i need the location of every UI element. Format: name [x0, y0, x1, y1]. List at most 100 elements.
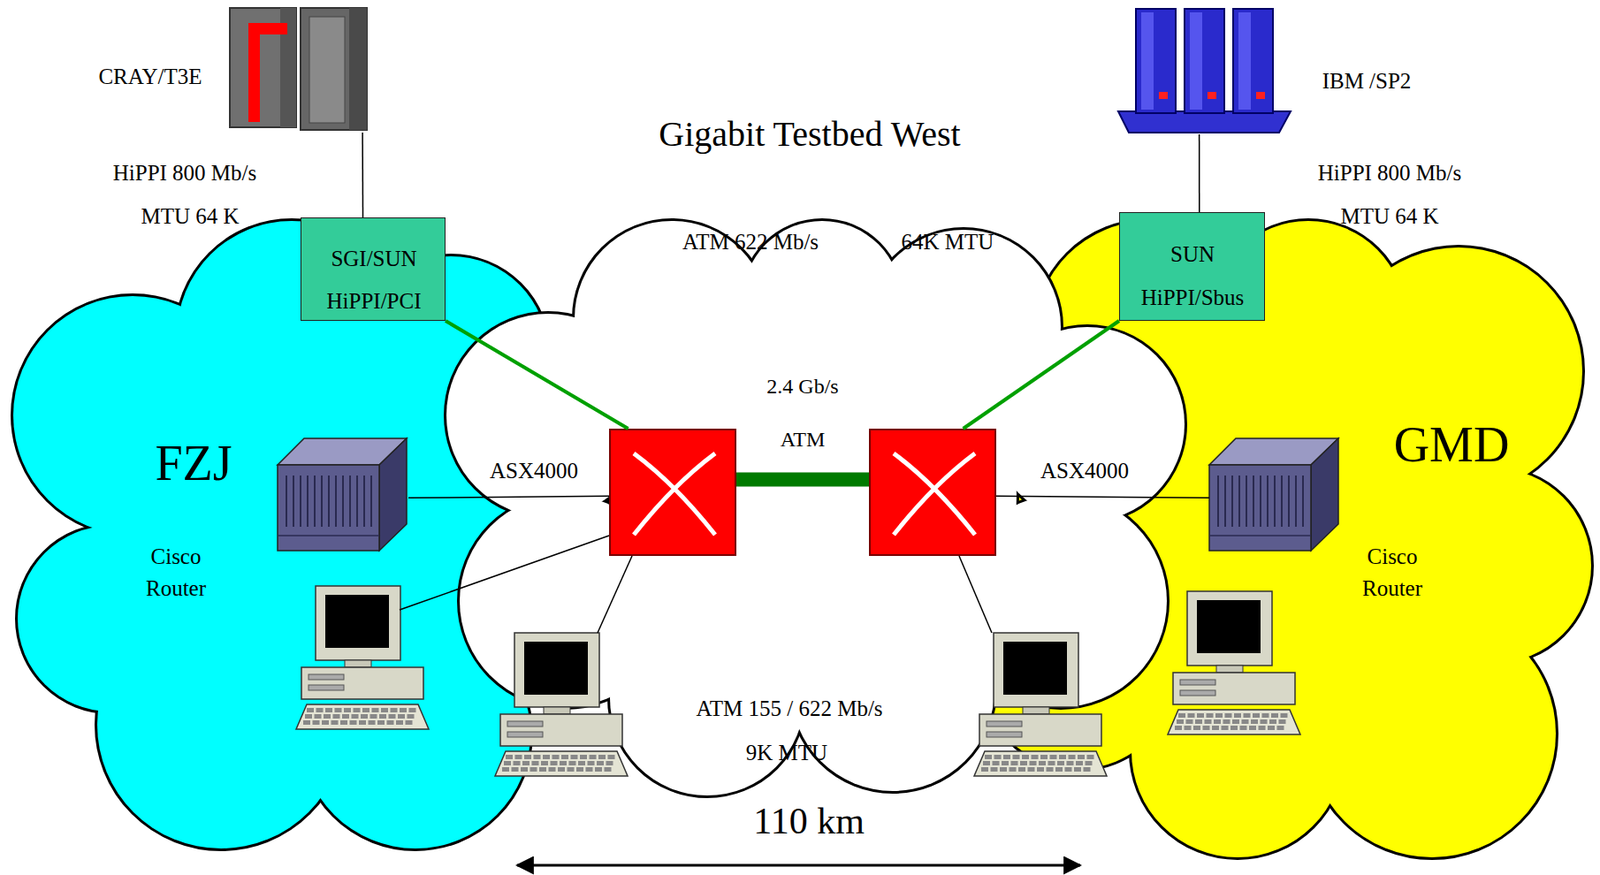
key [1013, 754, 1021, 760]
key [515, 754, 523, 760]
drive-slot [507, 731, 543, 738]
workstation-wire [597, 556, 633, 633]
router-icon-art [277, 438, 409, 551]
workstation-wire [959, 556, 992, 633]
key [1075, 761, 1083, 766]
note-label: HiPPI 800 Mb/s [1318, 160, 1463, 187]
keyboard [1167, 709, 1301, 735]
key [1020, 761, 1028, 766]
router-rail [277, 534, 380, 537]
keyboard [974, 751, 1107, 777]
key [598, 754, 606, 760]
key [576, 767, 584, 772]
key [1066, 761, 1075, 766]
screen [1196, 600, 1261, 654]
key [1195, 719, 1203, 724]
node-text: HiPPI/Sbus [1141, 284, 1245, 312]
monitor [315, 586, 401, 661]
site-name: ATM 622 Mb/s [682, 228, 819, 256]
key [981, 767, 989, 772]
workstation-icon [296, 586, 429, 730]
router-slot [1224, 475, 1227, 527]
node-text: CRAY/T3E [98, 63, 202, 91]
rack-tower [1135, 8, 1176, 114]
key [304, 714, 313, 719]
link-line [963, 320, 1120, 429]
key [358, 720, 366, 725]
key [992, 761, 1000, 766]
key [360, 714, 368, 719]
key [1055, 767, 1063, 772]
key [532, 761, 540, 766]
workstations [296, 535, 1301, 777]
monitor [514, 632, 600, 708]
key [1068, 754, 1076, 760]
link-line [996, 495, 1210, 498]
note-label: MTU 64 K [140, 203, 239, 230]
router-slot [363, 475, 366, 527]
key [524, 754, 532, 760]
cpu-case [1173, 672, 1296, 705]
screen [325, 594, 389, 648]
key [380, 708, 389, 713]
key [1046, 767, 1054, 772]
key [397, 714, 405, 719]
key [1085, 761, 1093, 766]
key [579, 754, 587, 760]
key [370, 714, 378, 719]
key [982, 761, 991, 766]
key [550, 761, 558, 766]
key [1188, 713, 1196, 718]
key [604, 767, 612, 772]
router-slot [1231, 475, 1234, 527]
key [1176, 719, 1184, 724]
atm-switch: ASX4000 [609, 428, 737, 557]
router-slot [1245, 475, 1248, 527]
router-front [1209, 464, 1311, 551]
router-slot [1295, 475, 1297, 527]
key [503, 761, 511, 766]
key [1279, 719, 1287, 724]
key [505, 754, 513, 760]
gateway-box: SUNHiPPI/Sbus [1119, 212, 1265, 321]
router-slot [320, 475, 323, 527]
key [407, 714, 415, 719]
router-slot [342, 475, 344, 527]
node-text: HiPPI/PCI [327, 288, 422, 315]
cpu-case [500, 714, 623, 747]
cabinet-stripe [248, 22, 288, 35]
cabinet-panel [309, 16, 345, 123]
key [533, 754, 541, 760]
atm-switch: ASX4000 [868, 428, 997, 557]
key [1031, 754, 1039, 760]
router-slot [313, 475, 316, 527]
key [513, 761, 521, 766]
atm-switch-art [610, 430, 739, 558]
key [1249, 725, 1257, 731]
monitor-stand [543, 707, 571, 715]
key [1240, 725, 1248, 731]
key [530, 767, 538, 772]
key [1036, 767, 1044, 772]
monitor-stand [344, 660, 372, 668]
key [1038, 761, 1046, 766]
router-slot [1252, 475, 1255, 527]
monitor-stand [1216, 665, 1243, 673]
key [1065, 767, 1073, 772]
key [1262, 713, 1270, 718]
router-slot [299, 475, 302, 527]
key [548, 767, 557, 772]
key [1213, 719, 1221, 724]
key [1271, 713, 1279, 718]
key [561, 754, 569, 760]
key [390, 708, 398, 713]
router-slot [292, 475, 295, 527]
rack-tower [1233, 8, 1273, 114]
cloud-lobe [132, 353, 487, 708]
router-slot [285, 475, 288, 527]
supercomputer: IBM /SP2 [1118, 3, 1291, 135]
cpu-case [979, 714, 1102, 747]
key [1193, 725, 1201, 731]
key [362, 708, 370, 713]
key [984, 754, 992, 760]
